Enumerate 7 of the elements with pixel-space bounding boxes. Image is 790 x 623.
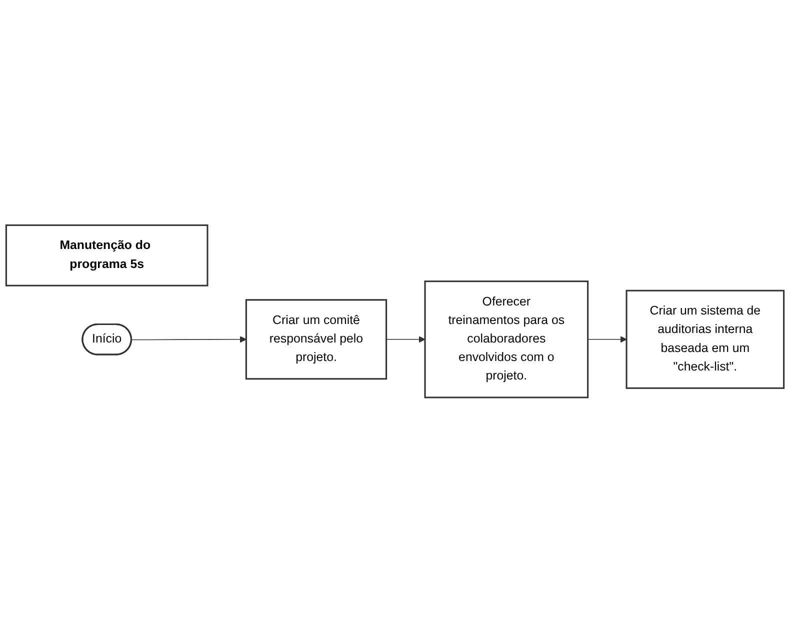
arrow [587,336,627,343]
node-box: Oferecer treinamentos para os colaboradores envolvidos com o projeto. [424,280,589,398]
arrow [131,336,246,343]
node-box: Criar um sistema de auditorias interna baseada em um "check-list". [626,290,785,390]
arrow [386,336,426,343]
node-box: Manutenção do programa 5s [5,224,208,287]
node-box: Criar um comitê responsável pelo projeto. [245,299,388,380]
